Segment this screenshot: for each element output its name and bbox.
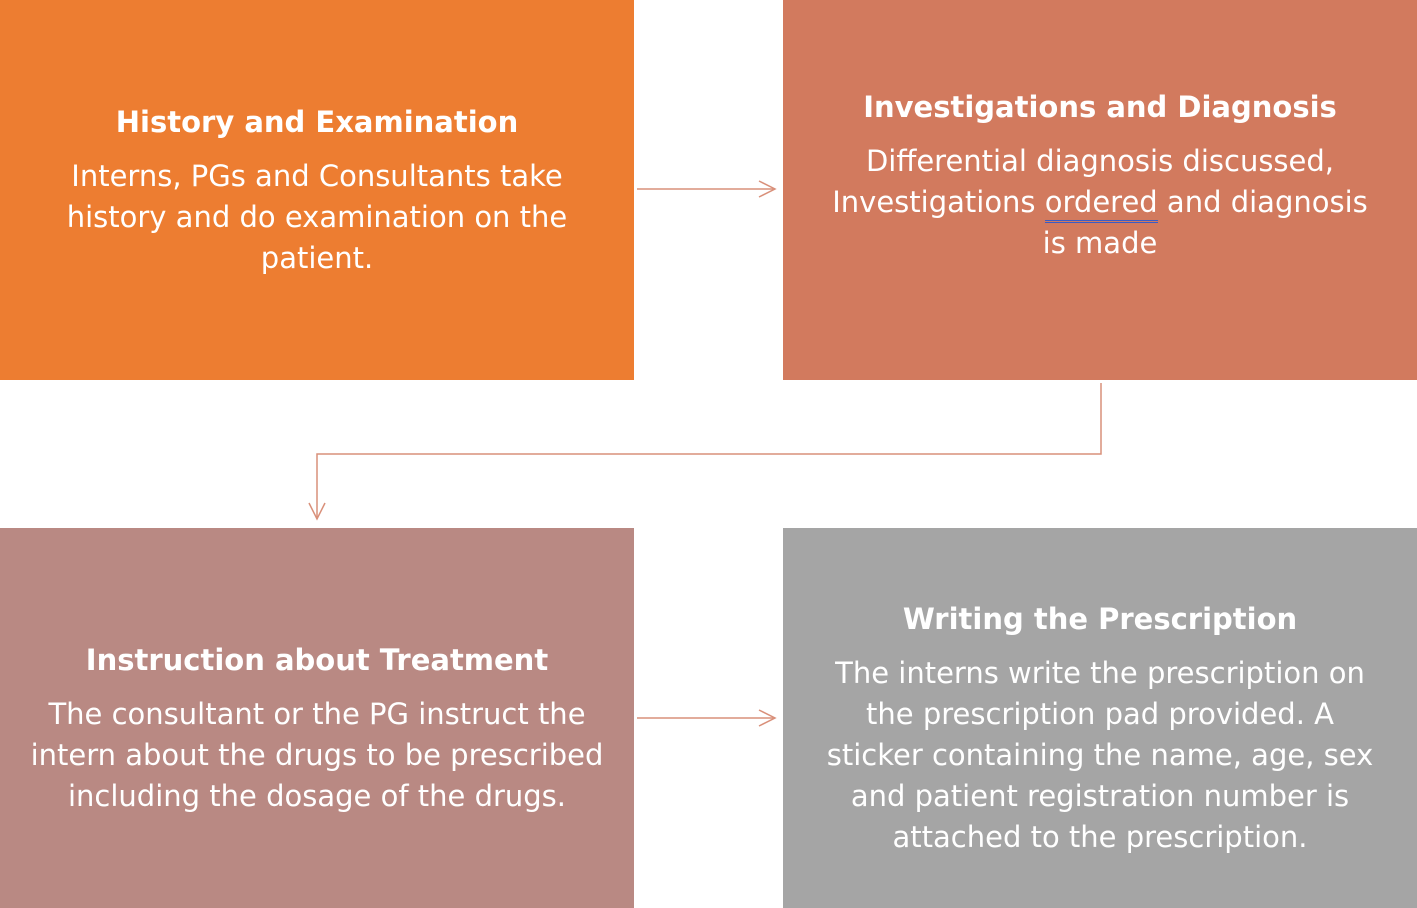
instruction-treatment-title: Instruction about Treatment — [85, 642, 549, 677]
arrow-instruction-to-prescription — [637, 709, 777, 727]
writing-prescription-text: The interns write the prescription on th… — [826, 655, 1374, 854]
history-examination-text: Interns, PGs and Consultants take histor… — [66, 158, 568, 275]
history-examination-title: History and Examination — [115, 104, 519, 139]
investigations-diagnosis-box: Investigations and Diagnosis Differentia… — [783, 0, 1417, 380]
arrow-history-to-investigations — [637, 180, 777, 198]
investigations-text-part-2: and diagnosis is made — [1042, 184, 1368, 260]
arrow-investigations-to-instruction — [308, 383, 1102, 521]
writing-prescription-title: Writing the Prescription — [902, 601, 1298, 636]
writing-prescription-box: Writing the Prescription The interns wri… — [783, 528, 1417, 908]
history-examination-box: History and Examination Interns, PGs and… — [0, 0, 634, 380]
instruction-treatment-text: The consultant or the PG instruct the in… — [30, 696, 604, 813]
investigations-diagnosis-text: Differential diagnosis discussed, Invest… — [805, 141, 1395, 264]
investigations-text-part-1: Differential diagnosis discussed, Invest… — [832, 143, 1335, 219]
investigations-diagnosis-title: Investigations and Diagnosis — [863, 89, 1337, 124]
spellcheck-underlined-word: ordered — [1044, 184, 1158, 223]
instruction-treatment-box: Instruction about Treatment The consulta… — [0, 528, 634, 908]
